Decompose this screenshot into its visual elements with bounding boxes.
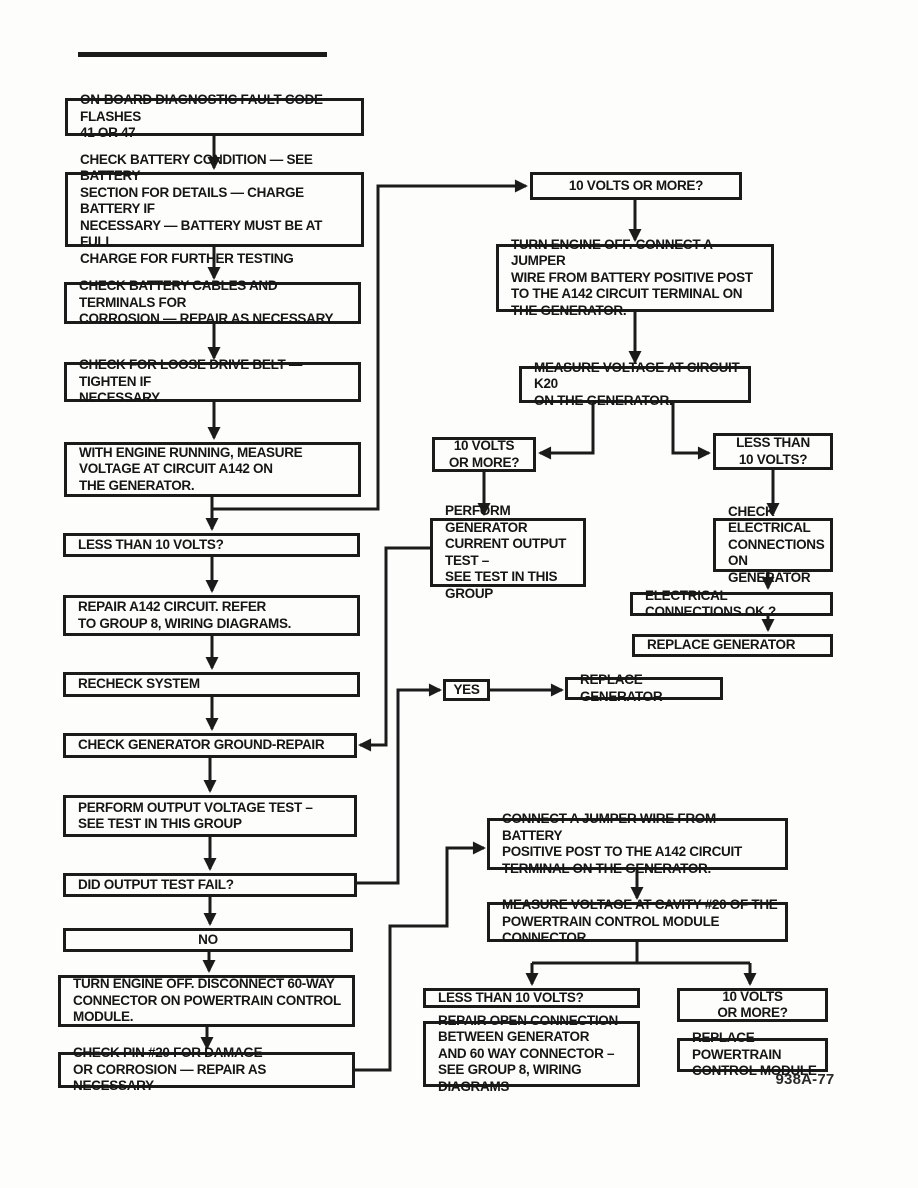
flow-node-no: NO [63, 928, 353, 952]
flow-node-yes: YES [443, 679, 490, 701]
connector-fail-to-yes [357, 683, 442, 885]
flow-node-label: NO [198, 931, 218, 947]
flow-node-recheck-system: RECHECK SYSTEM [63, 672, 360, 697]
figure-number: 938A-77 [775, 1071, 835, 1088]
flow-node-label: REPLACE GENERATOR [580, 672, 663, 704]
flow-node-label: YES [453, 681, 480, 697]
flow-node-label: PERFORM OUTPUT VOLTAGE TEST –SEE TEST IN… [78, 799, 313, 832]
flow-node-label: LESS THAN 10 VOLTS? [78, 536, 224, 552]
flow-node-label: REPLACE GENERATOR [647, 637, 796, 653]
flow-node-replace-generator-right: REPLACE GENERATOR [632, 634, 833, 657]
flow-node-label: CHECK GENERATOR GROUND-REPAIR [78, 737, 325, 753]
flow-node-less-than-10v-left: LESS THAN 10 VOLTS? [63, 533, 360, 557]
flow-node-label: DID OUTPUT TEST FAIL? [78, 876, 234, 892]
flow-node-10v-or-more-top: 10 VOLTS OR MORE? [530, 172, 742, 200]
title-rule [78, 52, 327, 57]
flow-node-perform-output-voltage-test: PERFORM OUTPUT VOLTAGE TEST –SEE TEST IN… [63, 795, 357, 837]
flow-node-check-generator-ground: CHECK GENERATOR GROUND-REPAIR [63, 733, 357, 758]
flow-node-label: ELECTRICAL CONNECTIONS OK ? [645, 587, 776, 620]
flow-node-did-output-test-fail: DID OUTPUT TEST FAIL? [63, 873, 357, 897]
flow-node-less-than-10v-bottom: LESS THAN 10 VOLTS? [423, 988, 640, 1008]
connector-a142-branch-to-10v-top [212, 179, 528, 511]
connector-k20-to-10v-mid [538, 403, 595, 460]
connector-pin20-to-jumper2 [355, 841, 486, 1072]
flow-node-label: 10 VOLTS OR MORE? [568, 177, 704, 193]
connector-current-test-to-ground [358, 546, 430, 752]
flow-node-replace-generator-mid: REPLACE GENERATOR [565, 672, 723, 704]
connector-k20-to-less10v-mid [671, 403, 711, 460]
flow-node-label: RECHECK SYSTEM [78, 676, 200, 692]
flow-node-electrical-connections-ok: ELECTRICAL CONNECTIONS OK ? [630, 588, 833, 619]
flow-node-label: LESS THAN 10 VOLTS? [438, 989, 584, 1005]
